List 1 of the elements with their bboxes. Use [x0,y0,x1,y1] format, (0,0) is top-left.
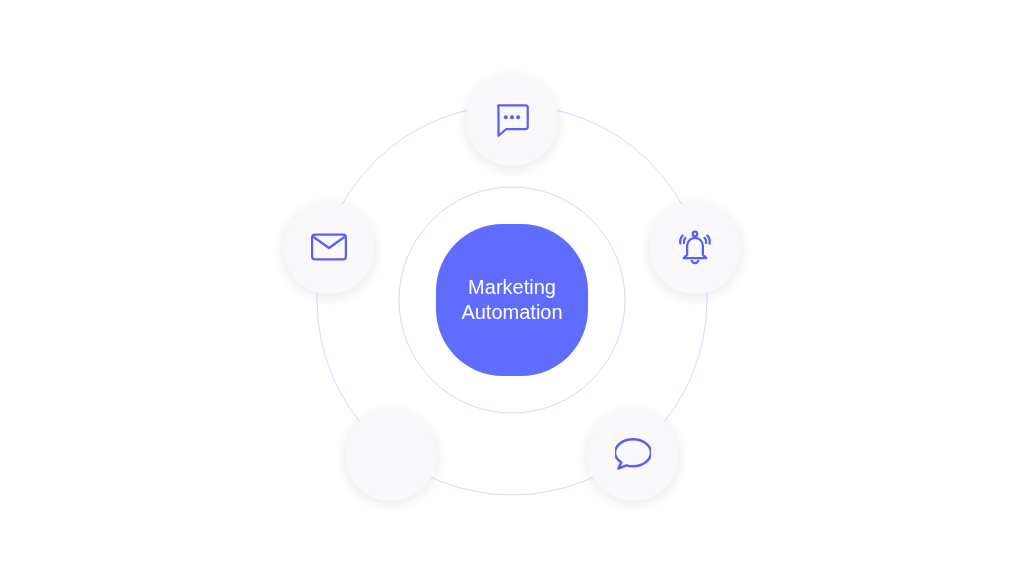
node-title: Marketing Automation [460,275,564,325]
